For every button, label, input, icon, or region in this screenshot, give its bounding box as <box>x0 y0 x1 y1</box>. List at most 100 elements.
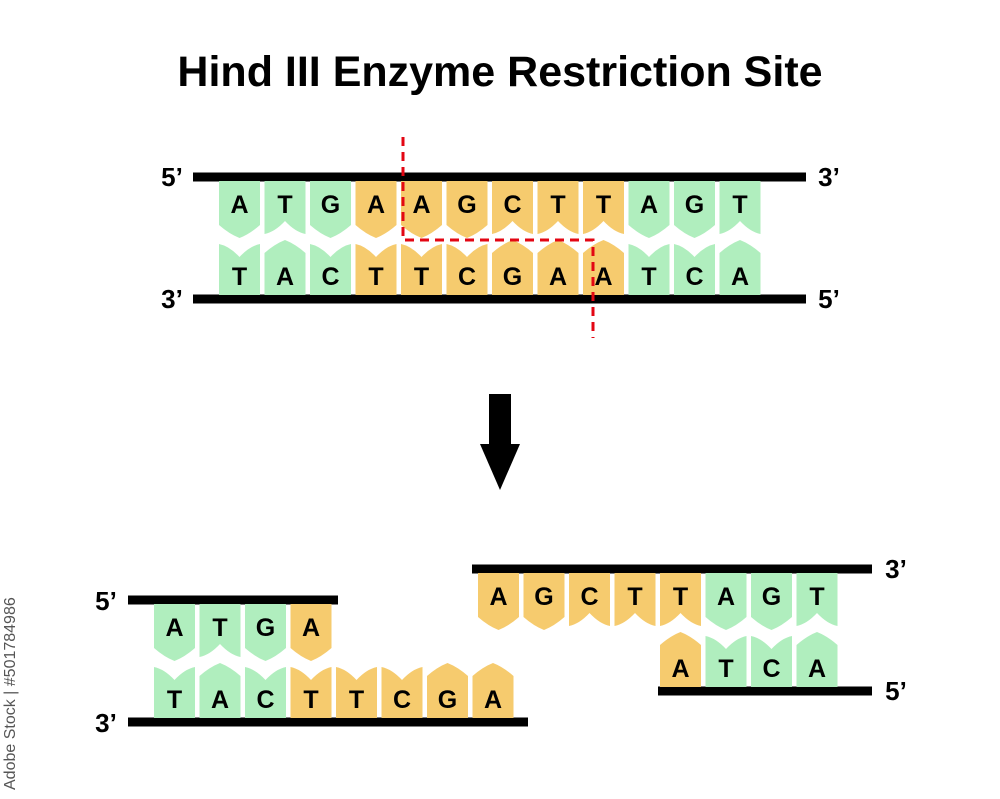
right-top-base-4: T <box>673 583 688 611</box>
uncut-bottom-base-7: A <box>549 263 567 291</box>
uncut-top-base-10: G <box>685 191 704 219</box>
right-top-base-1: G <box>534 583 553 611</box>
left-bottom-base-5: C <box>393 686 411 714</box>
left-bottom-base-7: A <box>484 686 502 714</box>
uncut-bottom-base-10: C <box>685 263 703 291</box>
left-top-base-3: A <box>302 614 320 642</box>
uncut-top-base-9: A <box>640 191 658 219</box>
left-top-base-1: T <box>212 614 227 642</box>
uncut-bottom-base-6-shape <box>492 240 533 295</box>
uncut-top-base-4-shape <box>401 181 442 238</box>
stock-watermark: Adobe Stock | #501784986 <box>2 597 19 790</box>
label-3-prime-left-fragment: 3’ <box>95 708 117 738</box>
label-3-prime-right-fragment: 3’ <box>885 554 907 584</box>
label-3-prime-top-right: 3’ <box>818 162 840 192</box>
left-top-base-0-shape <box>154 604 195 661</box>
uncut-top-base-7: T <box>550 191 565 219</box>
uncut-top-base-4: A <box>412 191 430 219</box>
uncut-bottom-base-5-shape <box>446 244 488 295</box>
cut-line <box>401 137 595 338</box>
label-5-prime-right-fragment: 5’ <box>885 676 907 706</box>
left-bottom-base-0-shape <box>154 667 195 718</box>
right-top-base-3-shape <box>614 573 656 626</box>
uncut-top-base-3-shape <box>355 181 397 238</box>
uncut-bottom-base-0-shape <box>219 244 260 295</box>
uncut-bottom-base-2-shape <box>310 244 351 295</box>
right-top-base-2: C <box>580 583 598 611</box>
uncut-top-base-2: G <box>321 191 340 219</box>
uncut-bottom-base-6: G <box>503 263 522 291</box>
uncut-bottom-base-1-shape <box>264 240 306 295</box>
left-bottom-base-0: T <box>167 686 182 714</box>
left-top-base-1-shape <box>199 604 241 657</box>
uncut-top-base-0: A <box>230 191 248 219</box>
right-top-base-3: T <box>627 583 642 611</box>
uncut-bottom-base-2: C <box>321 263 339 291</box>
uncut-bottom-base-8: A <box>594 263 612 291</box>
uncut-bottom-base-11: A <box>731 263 749 291</box>
uncut-top-base-9-shape <box>628 181 670 238</box>
uncut-top-base-8-shape <box>583 181 624 234</box>
right-bottom-base-0: A <box>671 655 689 683</box>
label-5-prime-top-left: 5’ <box>161 162 183 192</box>
uncut-bottom-base-9-shape <box>628 244 670 295</box>
right-bottom-base-3: A <box>808 655 826 683</box>
left-bottom-base-6: G <box>438 686 457 714</box>
uncut-top-base-10-shape <box>674 181 715 238</box>
right-top-base-7-shape <box>796 573 838 626</box>
uncut-bottom-base-9: T <box>641 263 656 291</box>
left-bottom-base-2: C <box>256 686 274 714</box>
left-bottom-base-3-shape <box>290 667 332 718</box>
right-bottom-base-2-shape <box>751 636 792 687</box>
label-3-prime-bottom-left: 3’ <box>161 284 183 314</box>
uncut-bottom-base-4: T <box>414 263 429 291</box>
right-top-base-6: G <box>762 583 781 611</box>
uncut-top-base-2-shape <box>310 181 351 238</box>
right-bottom-base-0-shape <box>660 632 701 687</box>
right-bottom-base-1: T <box>718 655 733 683</box>
label-5-prime-left-fragment: 5’ <box>95 586 117 616</box>
right-top-base-4-shape <box>660 573 701 626</box>
right-top-base-5-shape <box>705 573 747 630</box>
uncut-top-base-8: T <box>596 191 611 219</box>
down-arrow-icon <box>480 444 520 490</box>
left-bottom-base-5-shape <box>381 667 423 718</box>
right-top-base-1-shape <box>523 573 565 630</box>
left-bottom-base-4-shape <box>336 667 377 718</box>
left-bottom-base-2-shape <box>245 667 286 718</box>
right-bottom-base-1-shape <box>705 636 747 687</box>
left-top-base-3-shape <box>290 604 332 661</box>
right-top-base-6-shape <box>751 573 792 630</box>
left-bottom-base-3: T <box>303 686 318 714</box>
left-top-base-0: A <box>165 614 183 642</box>
uncut-bottom-base-5: C <box>458 263 476 291</box>
uncut-bottom-base-3: T <box>368 263 383 291</box>
uncut-top-base-6-shape <box>492 181 533 234</box>
right-top-base-2-shape <box>569 573 610 626</box>
right-top-base-7: T <box>809 583 824 611</box>
label-5-prime-bottom-right: 5’ <box>818 284 840 314</box>
right-bottom-base-3-shape <box>796 632 838 687</box>
uncut-top-base-1-shape <box>264 181 306 234</box>
right-bottom-base-2: C <box>762 655 780 683</box>
left-top-base-2-shape <box>245 604 286 661</box>
left-bottom-base-4: T <box>349 686 364 714</box>
arrow-shaft <box>489 394 511 444</box>
uncut-top-base-5: G <box>457 191 476 219</box>
uncut-bottom-base-11-shape <box>719 240 761 295</box>
uncut-top-base-11: T <box>732 191 747 219</box>
uncut-bottom-base-3-shape <box>355 244 397 295</box>
uncut-bottom-base-1: A <box>276 263 294 291</box>
right-top-base-0: A <box>489 583 507 611</box>
left-top-base-2: G <box>256 614 275 642</box>
uncut-bottom-base-4-shape <box>401 244 442 295</box>
right-top-base-0-shape <box>478 573 519 630</box>
right-top-base-5: A <box>717 583 735 611</box>
left-bottom-base-7-shape <box>472 663 514 718</box>
uncut-top-base-6: C <box>503 191 521 219</box>
uncut-top-base-7-shape <box>537 181 579 234</box>
uncut-bottom-base-0: T <box>232 263 247 291</box>
uncut-top-base-5-shape <box>446 181 488 238</box>
uncut-top-base-3: A <box>367 191 385 219</box>
